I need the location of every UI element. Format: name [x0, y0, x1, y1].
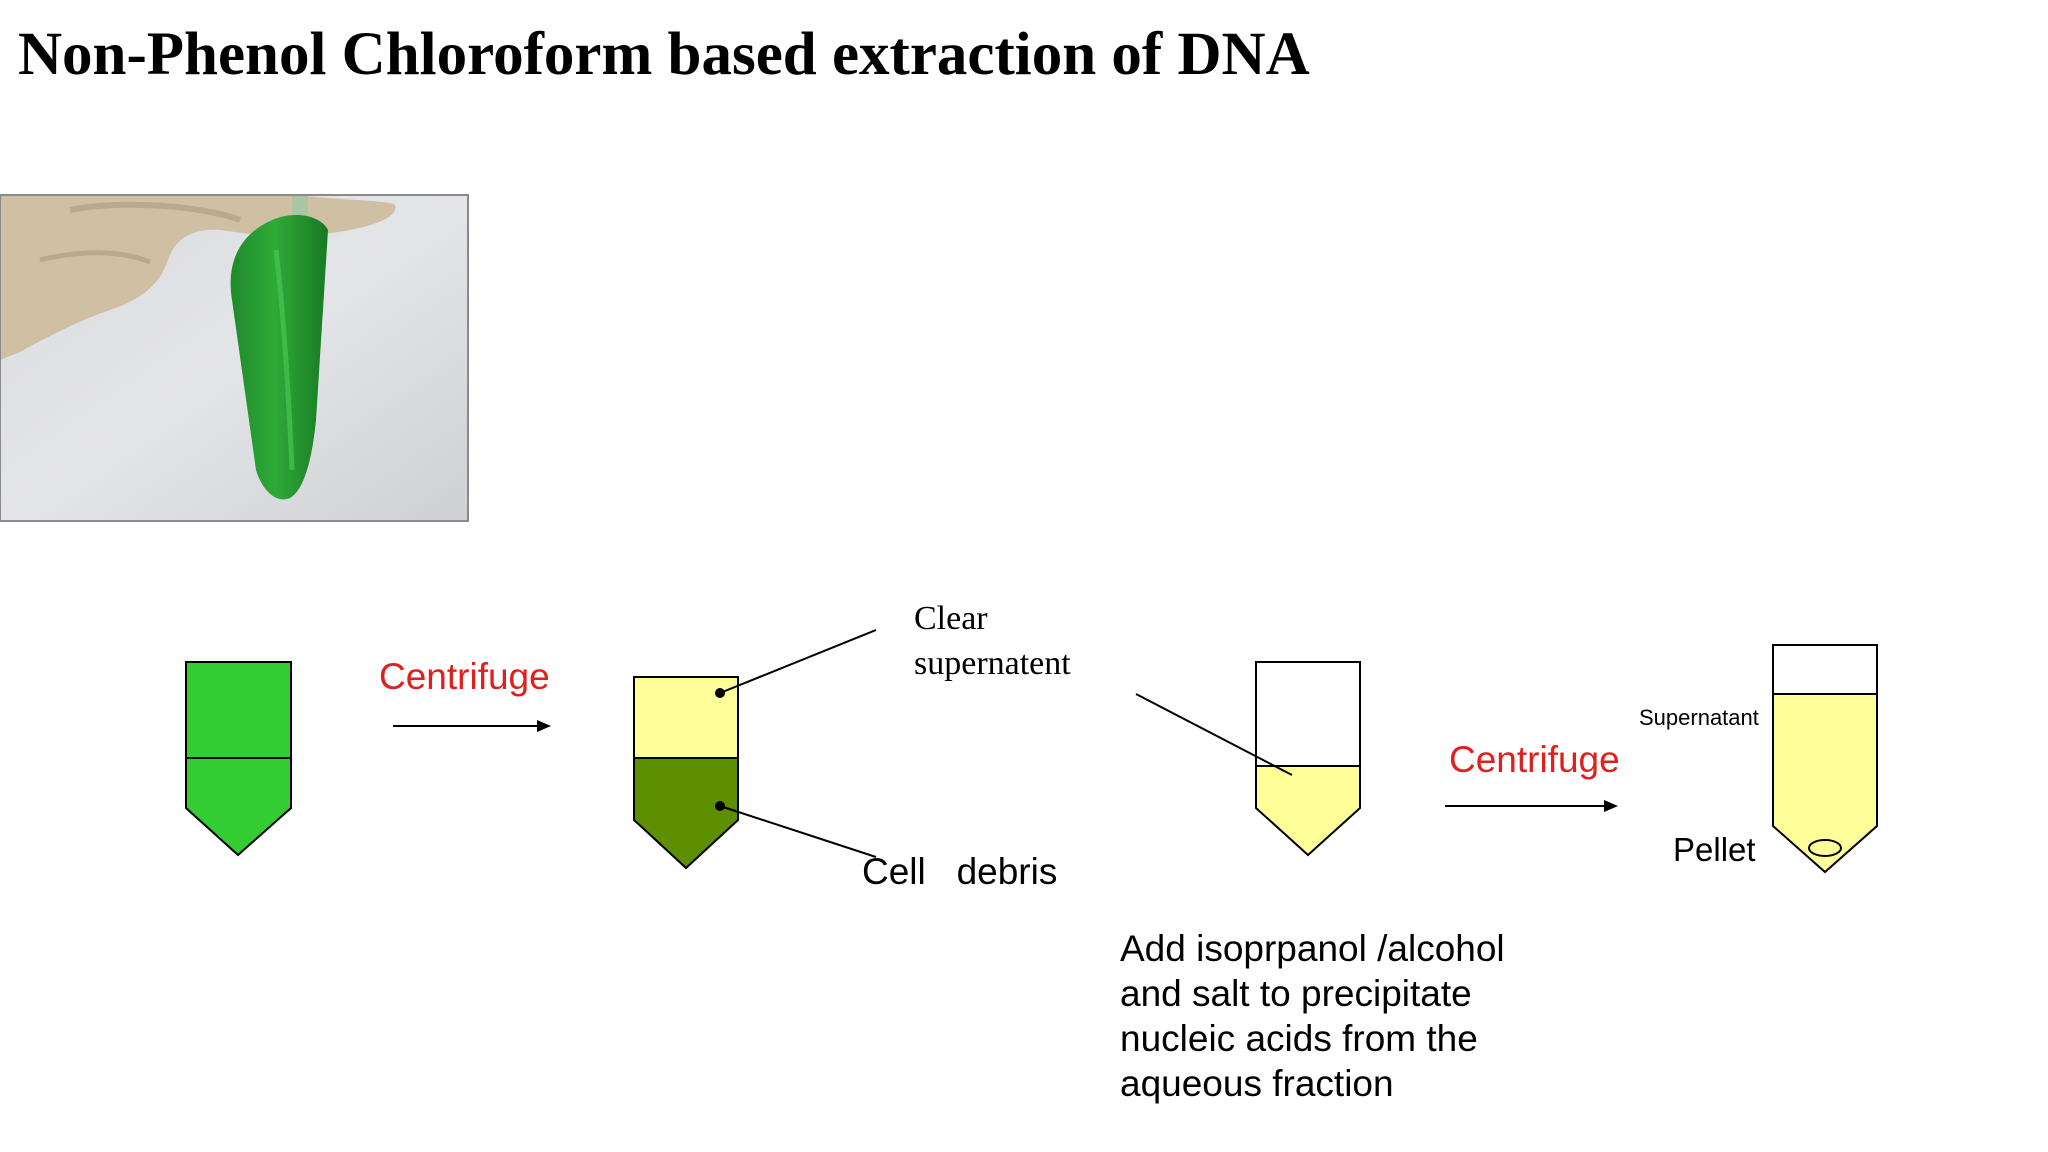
- cell-debris-label: Cell debris: [862, 851, 1058, 892]
- tube-lysate: [185, 661, 292, 857]
- green-tube-in-photo: [230, 215, 328, 500]
- instruction-line-3: nucleic acids from the: [1120, 1018, 1478, 1059]
- clear-label: Clear: [914, 600, 988, 637]
- supernatent-label: supernatent: [914, 645, 1071, 682]
- slide-title: Non-Phenol Chloroform based extraction o…: [18, 21, 1310, 88]
- leader-line-supernatant: [719, 629, 877, 694]
- dna-pellet: [1808, 839, 1842, 857]
- photo-frame: [0, 194, 469, 522]
- tube-pellet: [1772, 644, 1878, 874]
- instruction-line-4: aqueous fraction: [1120, 1063, 1394, 1104]
- centrifuge-label-2: Centrifuge: [1449, 739, 1620, 780]
- pellet-label: Pellet: [1673, 831, 1756, 868]
- tube-3-liquid: [1255, 765, 1361, 857]
- instruction-line-2: and salt to precipitate: [1120, 973, 1472, 1014]
- leader-line-transfer: [1135, 693, 1293, 776]
- centrifuge-label-1: Centrifuge: [379, 656, 550, 697]
- tube-aqueous: [1135, 661, 1361, 857]
- lysate-photo: [0, 194, 469, 522]
- precipitation-instruction: Add isoprpanol /alcohol and salt to prec…: [1120, 926, 1505, 1106]
- tube-3-empty-upper: [1255, 661, 1361, 767]
- cell-debris-layer: [633, 757, 739, 870]
- tube-4-empty-top: [1772, 644, 1878, 695]
- supernatant-label: Supernatant: [1639, 705, 1759, 730]
- instruction-line-1: Add isoprpanol /alcohol: [1120, 928, 1505, 969]
- tube-separated: [633, 629, 877, 870]
- leader-line-debris: [719, 805, 877, 858]
